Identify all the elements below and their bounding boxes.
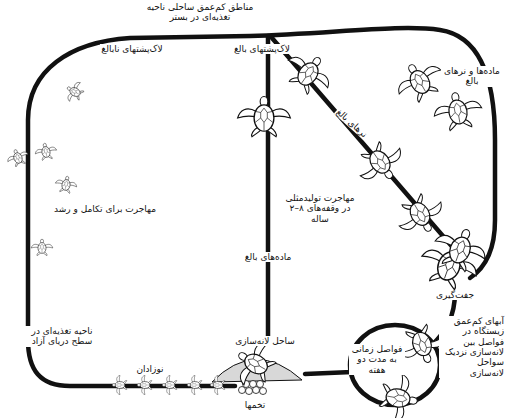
cycle-label: مهاجرت تولیدمثلی در وقفه‌های ۸–۲ ساله — [280, 193, 360, 224]
cycle-label: ماده‌های بالغ — [244, 252, 292, 262]
cycle-label: جفت‌گیری — [435, 290, 475, 300]
cycle-lines — [28, 28, 495, 405]
cycle-label: نرهای بالغ — [334, 106, 370, 140]
cycle-label: مناطق کم‌عمق ساحلی ناحیه تغذیه‌ای در بست… — [145, 2, 255, 23]
cycle-label: لاک‌پشتهای بالغ — [233, 44, 291, 54]
cycle-label: ناحیه تغذیه‌ای در سطح دریای آزاد — [22, 326, 102, 347]
hatchling-turtles — [5, 78, 225, 394]
cycle-label: ماده‌ها و نرهای بالغ — [441, 66, 503, 87]
cycle-label: لاک‌پشتهای نابالغ — [100, 44, 163, 54]
cycle-label: تخمها — [244, 400, 266, 410]
cycle-label: آبهای کم‌عمق زیستگاه در فواصل بین لانه‌س… — [439, 316, 505, 378]
female-migration-line — [266, 36, 271, 340]
cycle-label: فواصل زمانی به مدت دو هفته — [349, 344, 405, 375]
cycle-label: ساحل لانه‌سازی — [234, 336, 296, 346]
male-migration-line — [272, 38, 455, 250]
loop-to-beach-line — [305, 372, 352, 374]
cycle-label: مهاجرت برای تکامل و رشد — [50, 204, 160, 214]
cycle-label: نوزادان — [135, 364, 164, 374]
